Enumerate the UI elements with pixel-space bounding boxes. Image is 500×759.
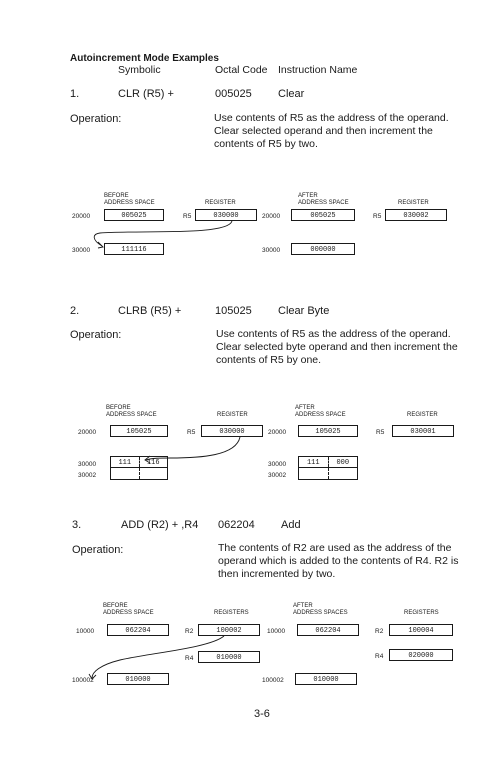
memory-cell: 062204 xyxy=(297,624,359,636)
operation-description: The contents of R2 are used as the addre… xyxy=(218,542,459,580)
register-cell: 020000 xyxy=(389,649,453,661)
example-octal-code: 062204 xyxy=(218,519,255,531)
operation-description: Use contents of R5 as the address of the… xyxy=(216,328,458,366)
example-number: 1. xyxy=(70,88,80,100)
before-label: BEFORE ADDRESS SPACE xyxy=(106,405,157,419)
register-name: R5 xyxy=(187,429,196,436)
memory-diagram: BEFORE ADDRESS SPACE REGISTER AFTER ADDR… xyxy=(0,400,500,520)
example-symbolic: ADD (R2) + ,R4 xyxy=(121,519,199,531)
memory-cell: 111116 xyxy=(104,243,164,255)
address-label: 30002 xyxy=(78,472,97,479)
memory-cell: 005025 xyxy=(104,209,164,221)
high-byte: 111 xyxy=(118,459,132,467)
register-label: REGISTERS xyxy=(214,610,249,616)
memory-cell: 010000 xyxy=(107,673,169,685)
operation-label: Operation: xyxy=(72,544,124,556)
example-instruction-name: Clear Byte xyxy=(278,305,330,317)
example-symbolic: CLRB (R5) + xyxy=(118,305,182,317)
address-label: 100002 xyxy=(262,677,284,684)
memory-cell: 111 000 xyxy=(298,456,358,468)
after-label: AFTER ADDRESS SPACES xyxy=(293,603,348,617)
register-name: R5 xyxy=(183,213,192,220)
memory-cell: 105025 xyxy=(298,425,358,437)
after-register-label: REGISTERS xyxy=(404,610,439,616)
register-name: R4 xyxy=(185,655,194,662)
after-register-label: REGISTER xyxy=(407,412,438,418)
memory-cell: 005025 xyxy=(291,209,355,221)
register-cell: 030000 xyxy=(201,425,263,437)
register-label: REGISTER xyxy=(205,200,236,206)
memory-cell: 062204 xyxy=(107,624,169,636)
memory-cell: 000000 xyxy=(291,243,355,255)
memory-cell-next xyxy=(298,468,358,480)
memory-diagram: BEFORE ADDRESS SPACE REGISTERS AFTER ADD… xyxy=(0,598,500,718)
low-byte: 116 xyxy=(138,457,168,467)
address-label: 30002 xyxy=(268,472,287,479)
memory-cell: 105025 xyxy=(110,425,168,437)
address-label: 20000 xyxy=(78,429,97,436)
memory-cell: 111 116 xyxy=(110,456,168,468)
example-symbolic: CLR (R5) + xyxy=(118,88,174,100)
memory-cell-next xyxy=(110,468,168,480)
register-cell: 100002 xyxy=(198,624,260,636)
address-label: 30000 xyxy=(262,247,281,254)
after-label-text: AFTER ADDRESS SPACE xyxy=(298,193,349,206)
register-name: R4 xyxy=(375,653,384,660)
after-label-text: AFTER ADDRESS SPACES xyxy=(293,603,348,616)
register-cell: 030002 xyxy=(385,209,447,221)
before-label-text: BEFORE ADDRESS SPACE xyxy=(103,603,154,616)
memory-cell: 010000 xyxy=(295,673,357,685)
after-label: AFTER ADDRESS SPACE xyxy=(295,405,346,419)
register-name: R5 xyxy=(376,429,385,436)
operation-label: Operation: xyxy=(70,329,122,341)
register-name: R2 xyxy=(185,628,194,635)
pointer-arrow xyxy=(88,635,225,680)
before-label: BEFORE ADDRESS SPACE xyxy=(103,603,154,617)
memory-diagram: BEFORE ADDRESS SPACE REGISTER AFTER ADDR… xyxy=(0,188,500,308)
register-name: R5 xyxy=(373,213,382,220)
address-label: 20000 xyxy=(72,213,91,220)
example-number: 2. xyxy=(70,305,80,317)
page-number: 3-6 xyxy=(254,708,270,720)
example-number: 3. xyxy=(72,519,82,531)
after-label: AFTER ADDRESS SPACE xyxy=(298,193,349,207)
pointer-arrow xyxy=(93,220,233,249)
pointer-arrow xyxy=(144,436,241,464)
low-byte: 000 xyxy=(327,457,358,467)
register-cell: 010000 xyxy=(198,651,260,663)
before-label-text: BEFORE ADDRESS SPACE xyxy=(104,193,155,206)
address-label: 30000 xyxy=(78,461,97,468)
column-header-instruction-name: Instruction Name xyxy=(278,64,358,76)
column-header-symbolic: Symbolic xyxy=(118,64,161,76)
address-label: 100002 xyxy=(72,677,94,684)
after-label-text: AFTER ADDRESS SPACE xyxy=(295,405,346,418)
example-octal-code: 105025 xyxy=(215,305,252,317)
address-label: 20000 xyxy=(262,213,281,220)
before-label-text: BEFORE ADDRESS SPACE xyxy=(106,405,157,418)
address-label: 20000 xyxy=(268,429,287,436)
register-cell: 030000 xyxy=(195,209,257,221)
operation-description: Use contents of R5 as the address of the… xyxy=(214,112,449,150)
example-octal-code: 005025 xyxy=(215,88,252,100)
register-cell: 030001 xyxy=(392,425,454,437)
low-byte-empty xyxy=(138,468,168,479)
low-byte-empty xyxy=(327,468,358,479)
address-label: 10000 xyxy=(76,628,95,635)
address-label: 30000 xyxy=(72,247,91,254)
operation-label: Operation: xyxy=(70,113,122,125)
register-label: REGISTER xyxy=(217,412,248,418)
column-header-octal-code: Octal Code xyxy=(215,64,268,76)
high-byte: 111 xyxy=(306,459,320,467)
after-register-label: REGISTER xyxy=(398,200,429,206)
address-label: 30000 xyxy=(268,461,287,468)
register-cell: 100004 xyxy=(389,624,453,636)
example-instruction-name: Add xyxy=(281,519,301,531)
page-title: Autoincrement Mode Examples xyxy=(70,53,219,64)
register-name: R2 xyxy=(375,628,384,635)
address-label: 10000 xyxy=(267,628,286,635)
example-instruction-name: Clear xyxy=(278,88,305,100)
before-label: BEFORE ADDRESS SPACE xyxy=(104,193,155,207)
